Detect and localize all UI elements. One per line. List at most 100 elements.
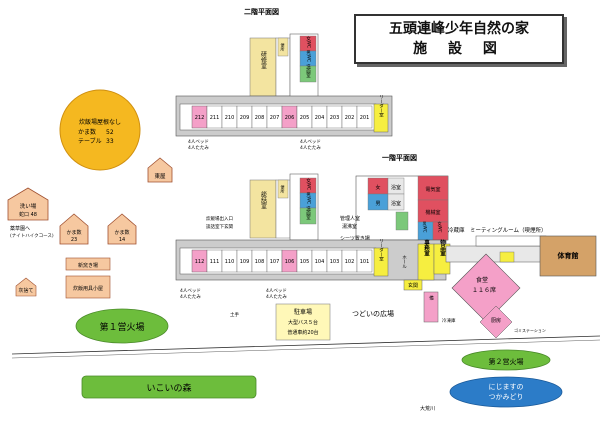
svg-text:洗面室: 洗面室	[306, 205, 311, 220]
svg-text:浴室: 浴室	[391, 200, 401, 207]
svg-text:冷蔵庫: 冷蔵庫	[448, 226, 465, 234]
floor1-label: 一階平面図	[382, 153, 417, 162]
svg-text:4人たたみ: 4人たたみ	[300, 145, 321, 151]
floor1-room-101	[356, 249, 373, 273]
floor1-room-label: 102	[345, 259, 355, 265]
electric-room	[417, 175, 449, 201]
floor1-room-label: 109	[240, 259, 250, 265]
road	[11, 335, 601, 355]
svg-text:炊飯場屋根なし: 炊飯場屋根なし	[79, 118, 121, 126]
svg-text:浴室: 浴室	[391, 184, 401, 191]
svg-text:新窯き場: 新窯き場	[78, 262, 98, 269]
svg-text:冷凍庫: 冷凍庫	[442, 317, 456, 324]
svg-text:(ナイトハイクコース): (ナイトハイクコース)	[10, 233, 54, 239]
floor2-label: 二階平面図	[244, 7, 279, 16]
svg-text:女WC: 女WC	[438, 220, 443, 232]
floor2-room-label: 211	[210, 115, 220, 121]
svg-text:52: 52	[106, 129, 114, 136]
svg-text:蛇口 48: 蛇口 48	[19, 211, 37, 218]
floor2-room-label: 207	[270, 115, 280, 121]
floor1-room-label: 112	[195, 259, 205, 265]
svg-text:男WC: 男WC	[306, 192, 312, 204]
svg-text:第２営火場: 第２営火場	[489, 357, 524, 366]
svg-text:玄関: 玄関	[408, 282, 418, 289]
blank-panel	[64, 16, 182, 94]
svg-text:土手: 土手	[230, 311, 239, 318]
svg-text:第１営火場: 第１営火場	[99, 321, 144, 333]
svg-text:体育館: 体育館	[558, 251, 579, 260]
campfire-2	[461, 349, 551, 371]
svg-text:にじますの: にじますの	[489, 383, 524, 391]
svg-text:駐車場: 駐車場	[294, 308, 312, 316]
new-kiln	[65, 257, 111, 271]
training-room-label: 研修室	[260, 51, 267, 69]
svg-text:食堂: 食堂	[476, 276, 488, 284]
title-line2: 施 設 図	[413, 41, 505, 57]
floor2-room-label: 202	[345, 115, 355, 121]
svg-text:かま数: かま数	[66, 229, 81, 236]
svg-text:14: 14	[119, 237, 125, 243]
svg-text:便所: 便所	[281, 184, 286, 194]
svg-text:4人ベッド: 4人ベッド	[188, 139, 209, 145]
floor2-room-label: 201	[360, 115, 370, 121]
svg-text:１１６席: １１６席	[472, 286, 496, 294]
svg-text:機械室: 機械室	[425, 209, 440, 216]
floor1-plan: 談話室 便所 女WC 男WC 洗面室 女 浴室 男 浴室 電気室 機械室 男WC…	[175, 173, 451, 300]
svg-text:テーブル: テーブル	[78, 137, 102, 145]
floor2-room-label: 206	[285, 115, 295, 121]
svg-text:23: 23	[71, 237, 77, 243]
floor2-room-label: 209	[240, 115, 250, 121]
cooking-shelter	[59, 89, 141, 171]
svg-text:薬草園へ: 薬草園へ	[10, 225, 30, 232]
svg-text:4人ベッド: 4人ベッド	[266, 288, 287, 294]
floor1-room-label: 104	[315, 259, 325, 265]
svg-text:つどいの広場: つどいの広場	[352, 309, 394, 318]
hut-kiln-a: かま数 23	[59, 213, 89, 245]
floor2-room-label: 205	[300, 115, 310, 121]
svg-text:洗い場: 洗い場	[20, 202, 37, 210]
svg-text:女WC: 女WC	[306, 35, 312, 48]
svg-text:リーダー室: リーダー室	[379, 239, 384, 262]
svg-text:男WC: 男WC	[423, 221, 428, 232]
svg-text:シーツ置き場: シーツ置き場	[340, 235, 370, 242]
svg-text:男: 男	[375, 201, 380, 207]
svg-text:4人たたみ: 4人たたみ	[188, 145, 209, 151]
svg-text:大荒川: 大荒川	[420, 405, 435, 412]
svg-text:電気室: 電気室	[425, 186, 440, 193]
hut-east: 東屋	[147, 157, 173, 183]
floor2-leader-room	[373, 103, 389, 133]
title-box: 五頭連峰少年自然の家 施 設 図	[354, 14, 564, 64]
parking	[275, 303, 331, 341]
floor2-room-label: 204	[315, 115, 325, 121]
svg-text:談話室: 談話室	[260, 190, 267, 209]
svg-text:事務室: 事務室	[423, 239, 430, 258]
campfire-1	[75, 308, 169, 344]
svg-text:ミーティングルーム（喫煙所）: ミーティングルーム（喫煙所）	[470, 226, 547, 234]
cooking-store	[65, 275, 111, 299]
svg-text:4人たたみ: 4人たたみ	[180, 294, 201, 300]
floor1-room-label: 108	[255, 259, 265, 265]
svg-text:湯沸室: 湯沸室	[342, 223, 357, 230]
floor1-room-label: 101	[360, 259, 370, 265]
svg-text:普通車約20台: 普通車約20台	[287, 329, 318, 336]
floor2-room-label: 210	[225, 115, 235, 121]
svg-text:いこいの森: いこいの森	[146, 382, 191, 394]
svg-text:4人たたみ: 4人たたみ	[266, 294, 287, 300]
svg-text:ホール: ホール	[402, 255, 407, 269]
svg-text:便所: 便所	[281, 42, 286, 52]
svg-text:4人ベッド: 4人ベッド	[180, 288, 201, 294]
svg-text:女WC: 女WC	[306, 177, 312, 190]
svg-text:炊飯場出入口: 炊飯場出入口	[206, 215, 233, 222]
svg-text:厨房: 厨房	[491, 317, 501, 324]
trout-pond	[449, 376, 563, 408]
svg-text:炊飯用具小屋: 炊飯用具小屋	[73, 285, 103, 292]
hut-kiln-b: かま数 14	[107, 213, 137, 245]
svg-text:33: 33	[106, 138, 114, 145]
floor1-room-label: 103	[330, 259, 340, 265]
floor1-washroom	[299, 207, 317, 225]
svg-text:洗面室: 洗面室	[306, 63, 311, 78]
storage	[423, 291, 439, 323]
floor1-room-label: 106	[285, 259, 295, 265]
